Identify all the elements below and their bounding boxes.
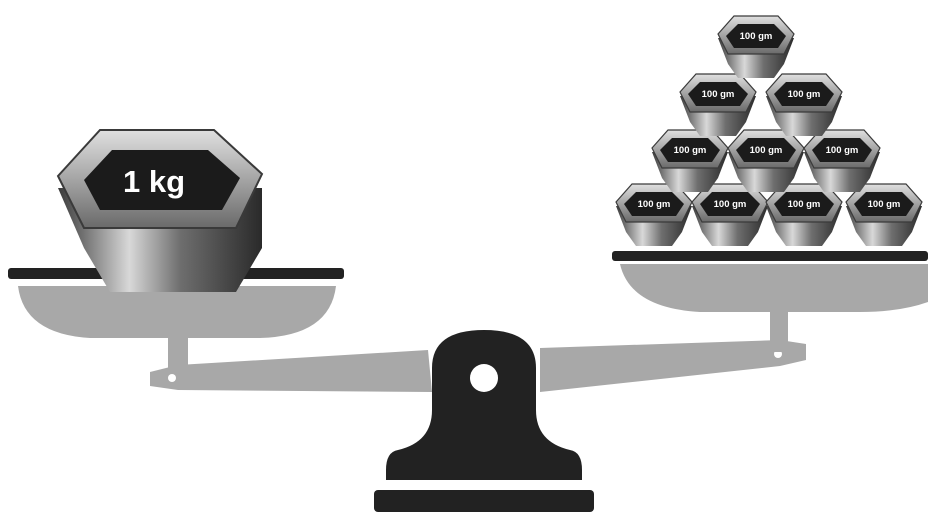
weight-100gm-label: 100 gm — [638, 199, 671, 210]
weight-1kg: 1 kg — [58, 130, 262, 292]
weight-100gm-label: 100 gm — [788, 199, 821, 210]
weight-100gm-label: 100 gm — [674, 145, 707, 156]
stand-base-divider — [386, 484, 582, 488]
stand-base — [374, 490, 594, 512]
weights-100gm-pyramid: 100 gm 100 gm 100 gm 100 gm 100 gm 100 gm 100 … — [616, 16, 922, 246]
weight-100gm: 100 gm — [680, 74, 756, 136]
weight-100gm-label: 100 gm — [740, 31, 773, 42]
right-pan-bowl — [620, 264, 928, 312]
weight-100gm-label: 100 gm — [788, 89, 821, 100]
right-pan — [612, 251, 928, 352]
right-pan-plate — [612, 251, 928, 261]
weight-100gm-label: 100 gm — [750, 145, 783, 156]
weight-100gm: 100 gm — [728, 130, 804, 192]
weight-100gm: 100 gm — [692, 184, 768, 246]
left-pan-bowl — [18, 286, 336, 338]
weight-100gm: 100 gm — [846, 184, 922, 246]
weight-100gm: 100 gm — [718, 16, 794, 78]
weight-100gm: 100 gm — [616, 184, 692, 246]
weight-100gm: 100 gm — [766, 74, 842, 136]
weight-100gm: 100 gm — [766, 184, 842, 246]
weight-100gm-label: 100 gm — [868, 199, 901, 210]
weight-100gm-label: 100 gm — [702, 89, 735, 100]
weight-100gm-label: 100 gm — [826, 145, 859, 156]
stand-pivot-hole — [470, 364, 498, 392]
weight-100gm: 100 gm — [804, 130, 880, 192]
weight-100gm-label: 100 gm — [714, 199, 747, 210]
beam-left-arm — [150, 350, 432, 392]
weight-100gm: 100 gm — [652, 130, 728, 192]
weight-1kg-label: 1 kg — [123, 164, 185, 199]
beam-right-arm — [540, 340, 806, 392]
